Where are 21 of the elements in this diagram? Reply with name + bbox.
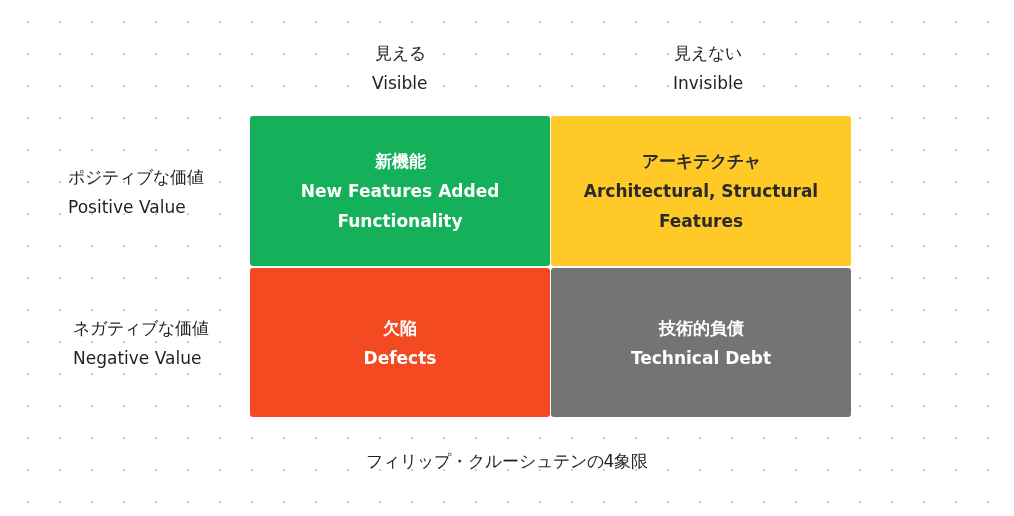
quadrant-panel [250,116,550,266]
quadrant-description: Defects [363,346,437,370]
quadrant-title: 欠陥 [383,316,417,340]
quadrant-panel [551,116,851,266]
quadrant-description: New Features Added Functionality [299,180,501,233]
column-heading: 見えない [674,42,742,65]
caption: フィリップ・クルーシュテンの4象限 [365,451,649,471]
quadrant-title: 新機能 [374,150,426,173]
column-heading: Visible [372,72,428,95]
quadrant-title: 技術的負債 [658,316,744,340]
column-heading: Invisible [673,72,744,95]
column-heading: 見える [374,42,426,65]
quadrant-title: アーキテクチャ [641,150,761,173]
row-heading: Negative Value [73,347,202,370]
quadrant-description: Architectural, Structural Features [582,180,820,233]
quadrant-panel [250,268,550,417]
row-heading: ポジティブな価値 [68,166,204,189]
row-heading: Positive Value [68,196,186,219]
row-heading: ネガティブな価値 [73,317,209,340]
quadrant-description: Technical Debt [630,346,772,370]
quadrant-panel [551,268,851,417]
